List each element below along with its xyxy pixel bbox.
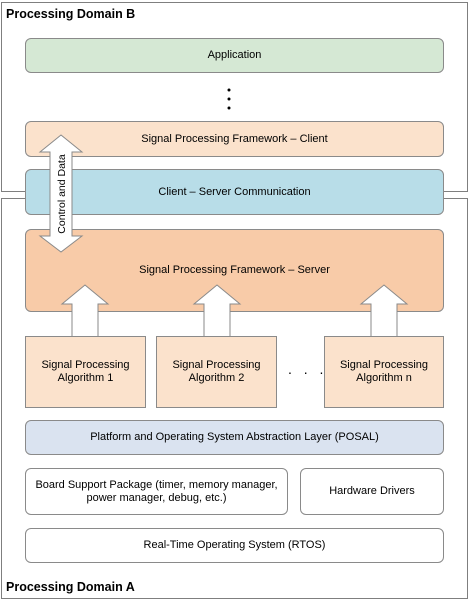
control-and-data-label: Control and Data <box>56 154 68 234</box>
posal-label: Platform and Operating System Abstractio… <box>90 431 379 443</box>
algorithm-n-box: Signal Processing Algorithm n <box>324 336 444 408</box>
board-support-package-box: Board Support Package (timer, memory man… <box>25 468 288 515</box>
algorithm-1-box: Signal Processing Algorithm 1 <box>25 336 146 408</box>
up-arrow-n <box>359 284 409 338</box>
algorithm-2-box: Signal Processing Algorithm 2 <box>156 336 277 408</box>
algorithm-1-label: Signal Processing Algorithm 1 <box>41 359 130 384</box>
processing-domain-a-title: Processing Domain A <box>6 580 135 594</box>
posal-layer: Platform and Operating System Abstractio… <box>25 420 444 455</box>
framework-client-label: Signal Processing Framework – Client <box>141 132 328 145</box>
hardware-drivers-box: Hardware Drivers <box>300 468 444 515</box>
horizontal-ellipsis: . . . <box>288 361 328 377</box>
framework-client-layer: Signal Processing Framework – Client <box>25 121 444 157</box>
framework-server-label: Signal Processing Framework – Server <box>139 264 330 276</box>
client-server-label: Client – Server Communication <box>158 185 311 198</box>
processing-domain-b <box>1 2 468 192</box>
application-label: Application <box>207 49 262 61</box>
up-arrow-1 <box>60 284 110 338</box>
double-arrow-icon <box>38 134 84 253</box>
application-layer: Application <box>25 38 444 73</box>
hardware-drivers-label: Hardware Drivers <box>329 485 415 497</box>
client-server-layer: Client – Server Communication <box>25 169 444 215</box>
algorithm-n-label: Signal Processing Algorithm n <box>339 359 429 384</box>
algorithm-2-label: Signal Processing Algorithm 2 <box>172 359 261 384</box>
up-arrow-2 <box>192 284 242 338</box>
rtos-label: Real-Time Operating System (RTOS) <box>143 539 326 551</box>
bsp-label: Board Support Package (timer, memory man… <box>35 478 278 504</box>
rtos-layer: Real-Time Operating System (RTOS) <box>25 528 444 563</box>
processing-domain-b-title: Processing Domain B <box>6 7 136 21</box>
